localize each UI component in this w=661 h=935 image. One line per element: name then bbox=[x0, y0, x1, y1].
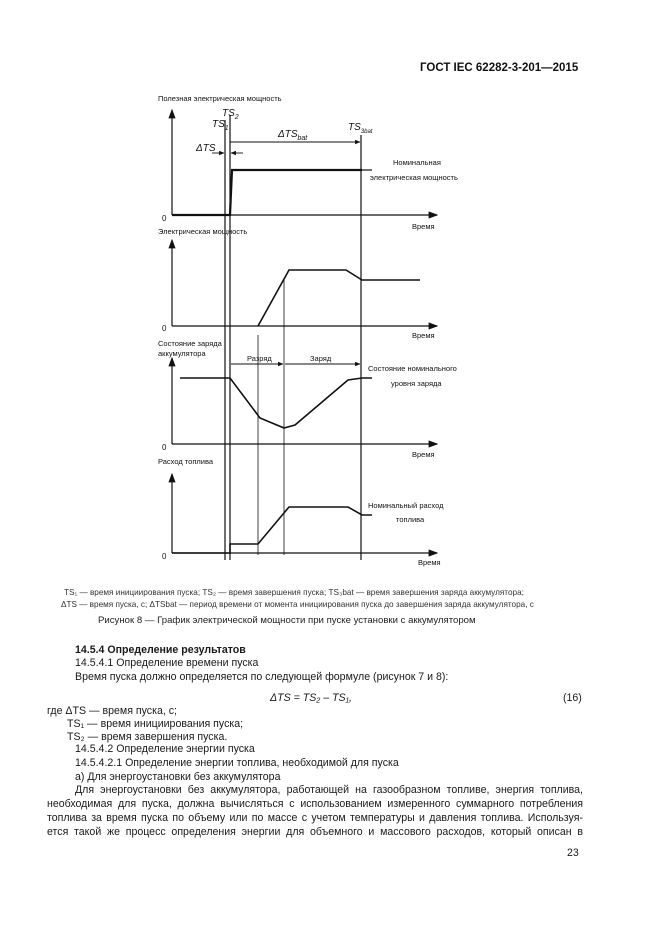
discharge-label: Разряд bbox=[247, 354, 272, 363]
paragraph-line-2: необходимая для пуска, должна вычислятьс… bbox=[47, 798, 583, 810]
panel3-ylabel-1: Состояние заряда bbox=[158, 339, 223, 348]
nominal-soc-label-2: уровня заряда bbox=[391, 379, 442, 388]
panel2-xlabel: Время bbox=[412, 331, 435, 340]
item-a: а) Для энергоустановки без аккумулятора bbox=[75, 771, 281, 783]
page-number: 23 bbox=[567, 847, 579, 859]
panel2-zero: 0 bbox=[162, 324, 167, 333]
charge-label: Заряд bbox=[310, 354, 332, 363]
nominal-flow-label-1: Номинальный расход bbox=[368, 501, 444, 510]
panel4-xlabel: Время bbox=[418, 558, 441, 567]
panel2-ylabel: Электрическая мощность bbox=[158, 227, 247, 236]
panel4-curve bbox=[172, 506, 372, 554]
subsection-2: 14.5.4.2 Определение энергии пуска bbox=[75, 743, 255, 755]
panel3-ylabel-2: аккумулятора bbox=[158, 349, 206, 358]
panel3-zero: 0 bbox=[162, 443, 167, 452]
subsection-2-1: 14.5.4.2.1 Определение энергии топлива, … bbox=[75, 757, 399, 769]
nominal-power-label-1: Номинальная bbox=[393, 158, 441, 167]
legend-line-2: ΔTS — время пуска, с; ΔTSbat — период вр… bbox=[61, 600, 534, 609]
nominal-flow-label-2: топлива bbox=[396, 515, 425, 524]
panel4-ylabel: Расход топлива bbox=[158, 457, 214, 466]
paragraph-line-3: топлива за время пуска по объему или по … bbox=[47, 812, 583, 824]
panel1-zero: 0 bbox=[162, 214, 167, 223]
legend-line-1: TS₁ — время инициирования пуска; TS₂ — в… bbox=[64, 588, 524, 597]
panel1-curve bbox=[172, 168, 362, 217]
intro-text: Время пуска должно определяется по следу… bbox=[75, 671, 449, 683]
paragraph-line-1: Для энергоустановки без аккумулятора, ра… bbox=[75, 784, 583, 796]
panel3-curve bbox=[180, 377, 372, 429]
figure-caption: Рисунок 8 — График электрической мощност… bbox=[98, 615, 476, 626]
panel2-curve bbox=[257, 269, 420, 327]
startup-power-figure: Полезная электрическая мощность 0 Время … bbox=[158, 94, 458, 567]
panel1-ylabel: Полезная электрическая мощность bbox=[158, 94, 282, 103]
panel4-zero: 0 bbox=[162, 552, 167, 561]
section-heading: 14.5.4 Определение результатов bbox=[75, 644, 246, 656]
dts-label: ΔTS bbox=[195, 143, 216, 154]
dts-bat-label: ΔTSbat bbox=[277, 129, 308, 142]
definition-ts2: TS₂ — время завершения пуска. bbox=[67, 731, 228, 743]
definition-ts1: TS₁ — время инициирования пуска; bbox=[67, 718, 244, 730]
panel1-xlabel: Время bbox=[412, 222, 435, 231]
standard-header: ГОСТ IEC 62282-3-201—2015 bbox=[420, 62, 579, 74]
ts1-label: TS1 bbox=[212, 119, 229, 132]
paragraph-line-4: ется такой же процесс определения энерги… bbox=[47, 826, 583, 838]
nominal-soc-label-1: Состояние номинального bbox=[368, 364, 457, 373]
subsection-1: 14.5.4.1 Определение времени пуска bbox=[75, 657, 259, 669]
where-line: где ΔTS — время пуска, с; bbox=[47, 705, 177, 717]
ts3bat-label: TS3bat bbox=[348, 122, 373, 135]
panel3-xlabel: Время bbox=[412, 450, 435, 459]
nominal-power-label-2: электрическая мощность bbox=[370, 173, 458, 182]
equation-number: (16) bbox=[563, 692, 582, 704]
ts2-label: TS2 bbox=[222, 108, 239, 121]
formula: ΔTS = TS₂ – TS₁, bbox=[270, 692, 352, 704]
